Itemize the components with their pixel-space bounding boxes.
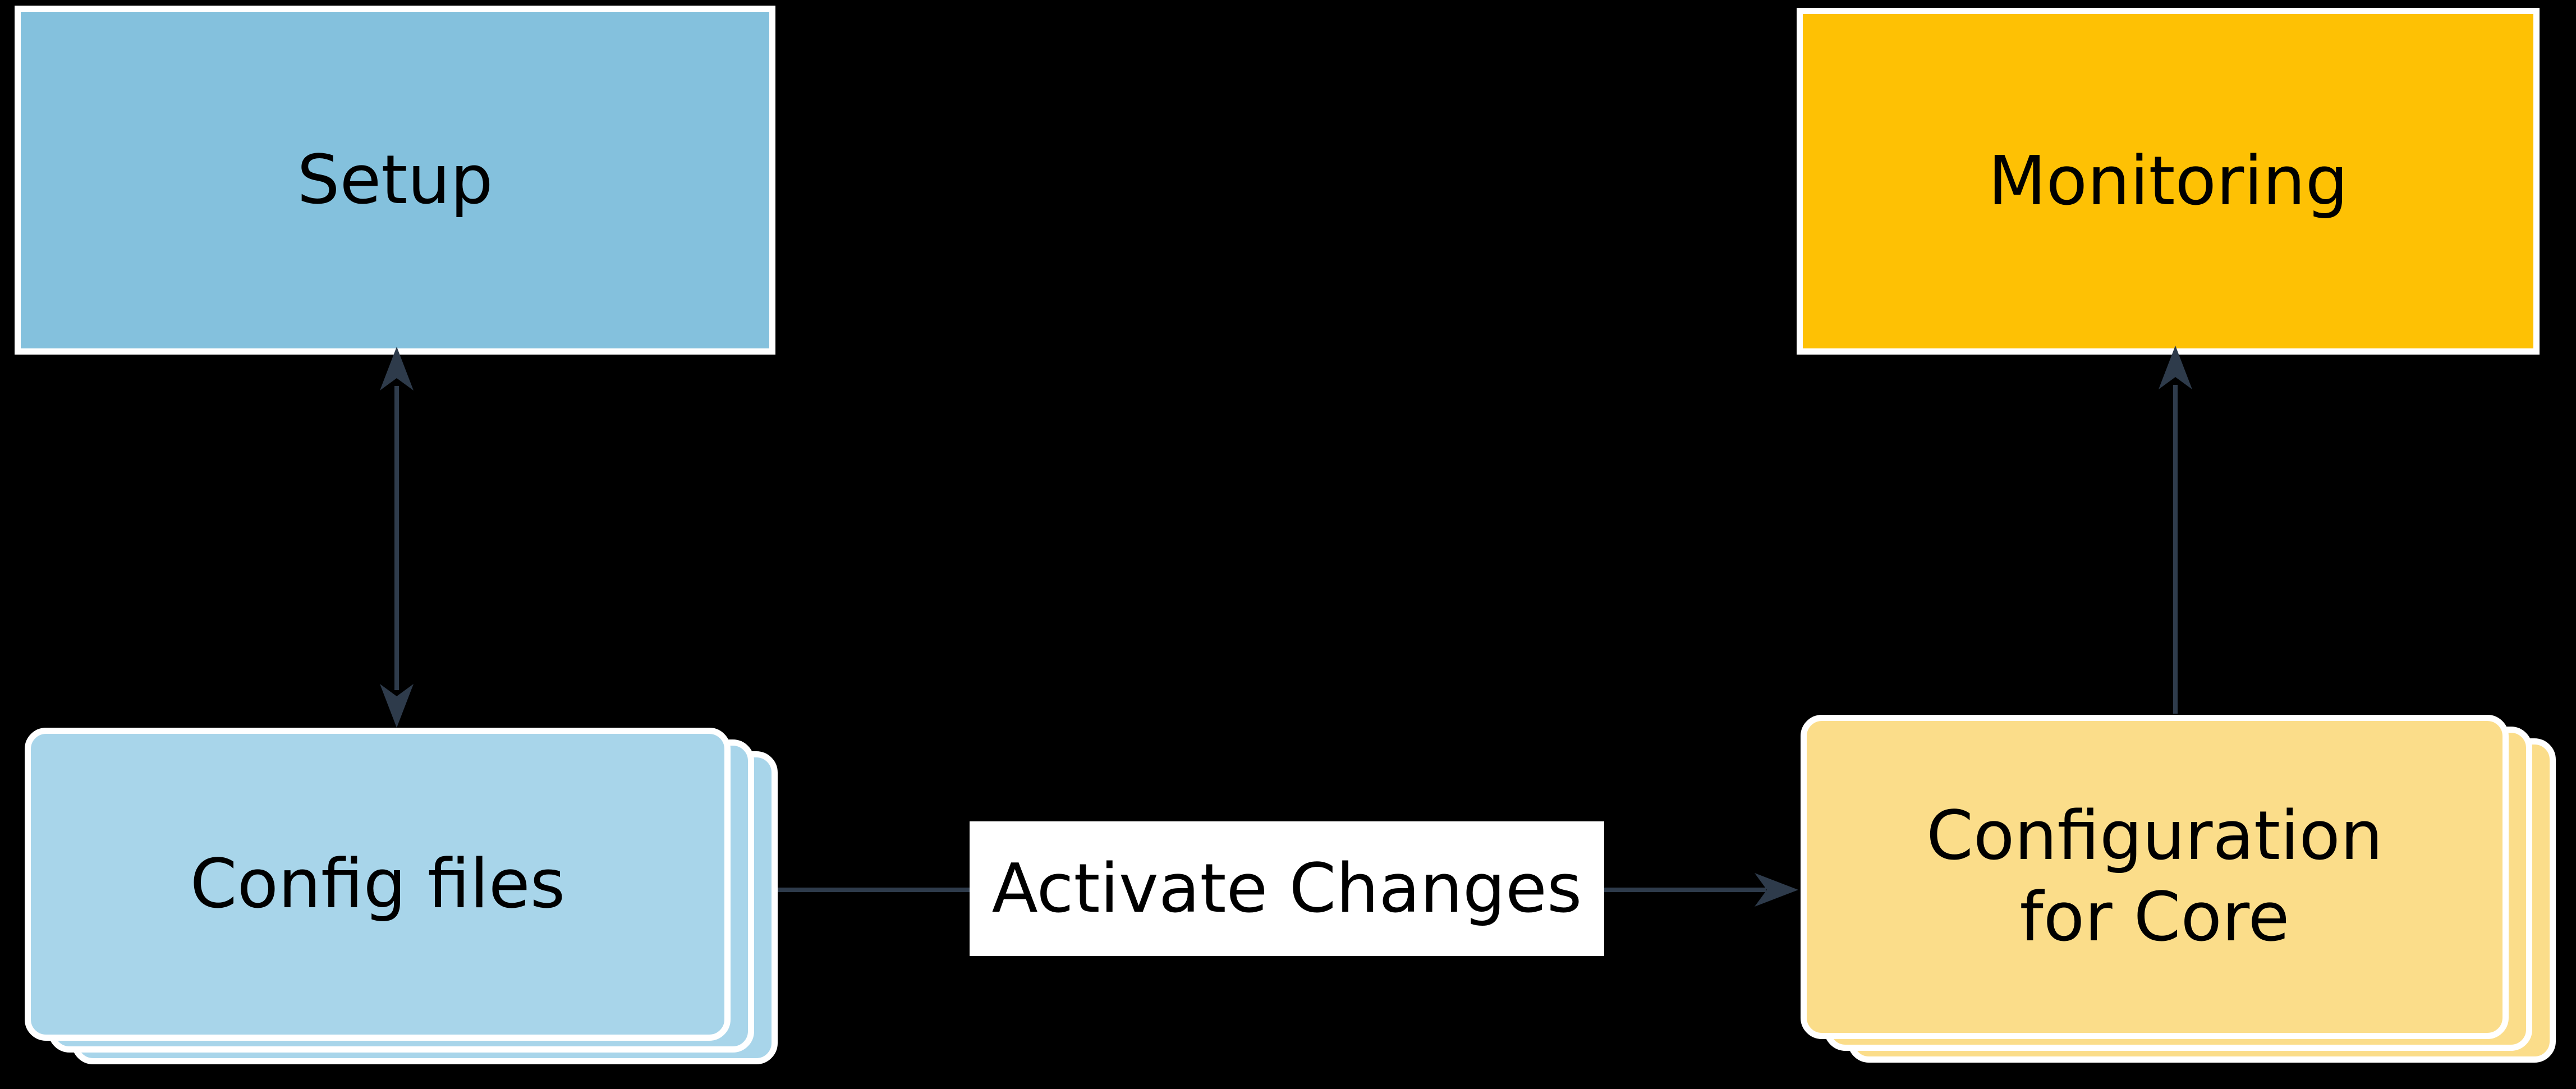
- core-monitoring-edge: [2159, 346, 2192, 714]
- arrowhead-right-icon: [1755, 873, 1798, 907]
- config-core-label-text: Configuration for Core: [1926, 797, 2383, 957]
- config-core-node: Configuration for Core: [1801, 715, 2509, 1039]
- setup-configfiles-edge: [380, 347, 414, 728]
- setup-node: Setup: [15, 6, 775, 355]
- monitoring-label: Monitoring: [1988, 142, 2348, 220]
- monitoring-node: Monitoring: [1797, 8, 2540, 355]
- config-files-node: Config files: [25, 728, 731, 1041]
- config-files-label: Config files: [190, 845, 566, 923]
- setup-label: Setup: [297, 141, 493, 219]
- activate-changes-label: Activate Changes: [970, 821, 1604, 956]
- arrowhead-down-icon: [380, 684, 414, 728]
- activate-changes-label-text: Activate Changes: [991, 849, 1582, 928]
- config-core-label: Configuration for Core: [1807, 721, 2502, 1033]
